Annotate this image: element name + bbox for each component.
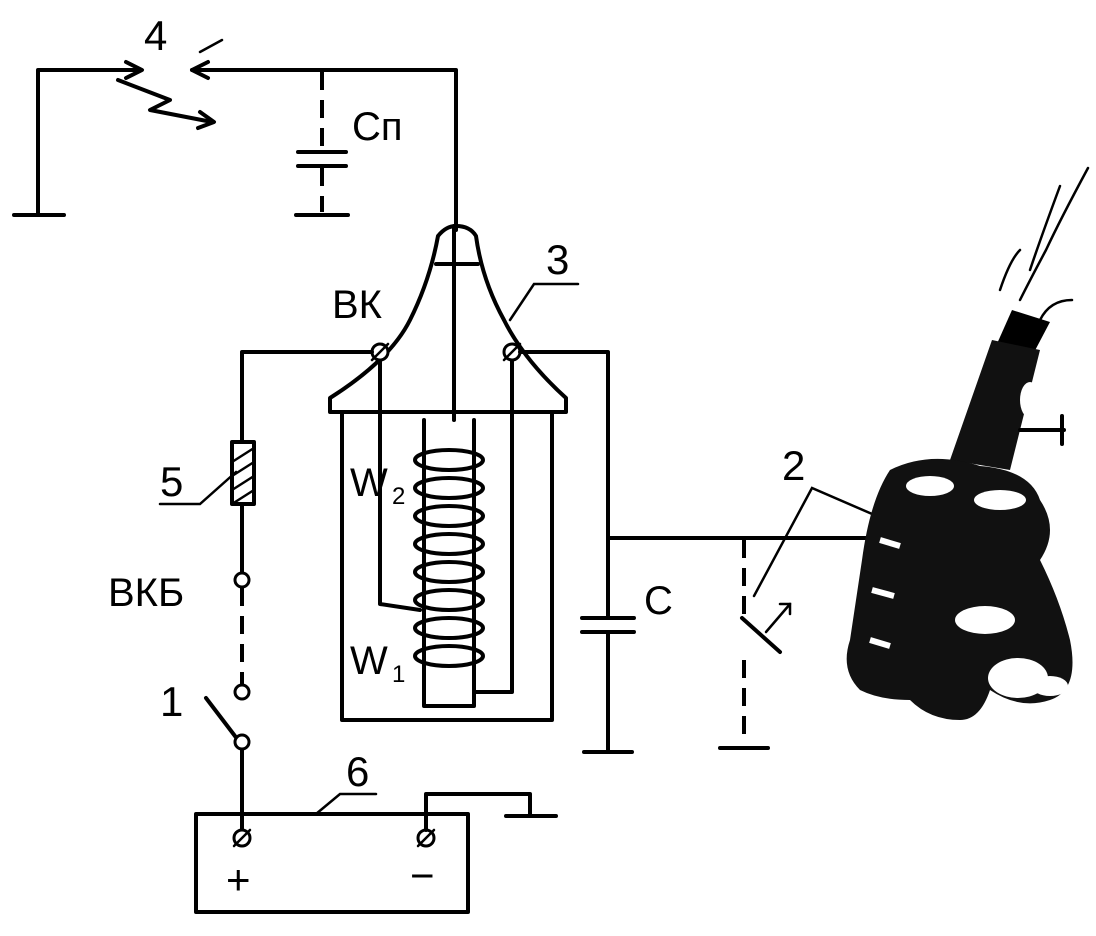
interrupter-circuit: С 2 xyxy=(518,350,888,754)
spark-zigzag-arrow xyxy=(196,110,216,130)
interrupter-lever xyxy=(740,616,782,654)
ignition-coil: ВК 3 W 2 W 1 xyxy=(328,224,580,722)
coil-vk-label: ВК xyxy=(332,283,383,327)
wire-k-to-capacitor xyxy=(518,350,610,618)
battery-leader xyxy=(314,792,378,816)
coil-lead-right xyxy=(474,350,514,694)
battery-box xyxy=(194,812,470,914)
interrupter-leader xyxy=(752,486,888,598)
primary-winding-subscript: 1 xyxy=(392,661,405,688)
coil-lead-left xyxy=(378,350,422,612)
interrupter-motion-arrowhead xyxy=(778,602,792,616)
low-voltage-circuit: 5 ВКБ 1 + − 6 xyxy=(108,350,558,914)
battery-number: 6 xyxy=(346,748,369,795)
spark-gap-number: 4 xyxy=(144,12,167,59)
coil-number: 3 xyxy=(546,236,569,283)
switch-contact-bottom xyxy=(233,733,251,751)
hv-output-circuit: Сп 4 xyxy=(12,12,458,232)
spark-gap-left-wire xyxy=(36,68,142,217)
secondary-winding-subscript: 2 xyxy=(392,483,405,510)
resistor-hatch xyxy=(230,446,256,506)
secondary-winding-label: W xyxy=(350,461,388,505)
coil-cap xyxy=(328,224,568,414)
resistor-leader xyxy=(158,470,238,506)
battery-minus-mark xyxy=(416,828,436,848)
switch-number: 1 xyxy=(160,678,183,725)
wire-vk-to-resistor xyxy=(240,350,374,444)
coil-terminal-vk-mark xyxy=(370,342,390,362)
battery-plus-mark xyxy=(232,828,252,848)
spark-capacitor-label: Сп xyxy=(352,105,403,149)
spark-zigzag xyxy=(116,78,214,124)
battery-ground-wire xyxy=(424,792,532,832)
hv-top-wire xyxy=(190,68,458,232)
interrupter-motion-arrow xyxy=(764,602,792,634)
primary-winding-label: W xyxy=(350,639,388,683)
spark-gap-arrow-left xyxy=(124,60,144,80)
coil-winding xyxy=(413,448,485,668)
capacitor-label: С xyxy=(644,579,673,623)
battery-minus-label: − xyxy=(410,852,435,899)
battery-plus-label: + xyxy=(226,856,251,903)
distributor-photo xyxy=(846,166,1090,720)
spark-flash-mark xyxy=(198,38,224,54)
coil-leader xyxy=(508,282,580,322)
switch-blade xyxy=(204,696,240,742)
coil-can xyxy=(340,410,554,722)
vkb-label: ВКБ xyxy=(108,571,184,615)
resistor-number: 5 xyxy=(160,458,183,505)
switch-contact-top xyxy=(233,683,251,701)
coil-terminal-k-mark xyxy=(502,342,522,362)
interrupter-number: 2 xyxy=(782,442,805,489)
coil-core xyxy=(422,418,476,708)
vkb-terminal xyxy=(233,571,251,589)
